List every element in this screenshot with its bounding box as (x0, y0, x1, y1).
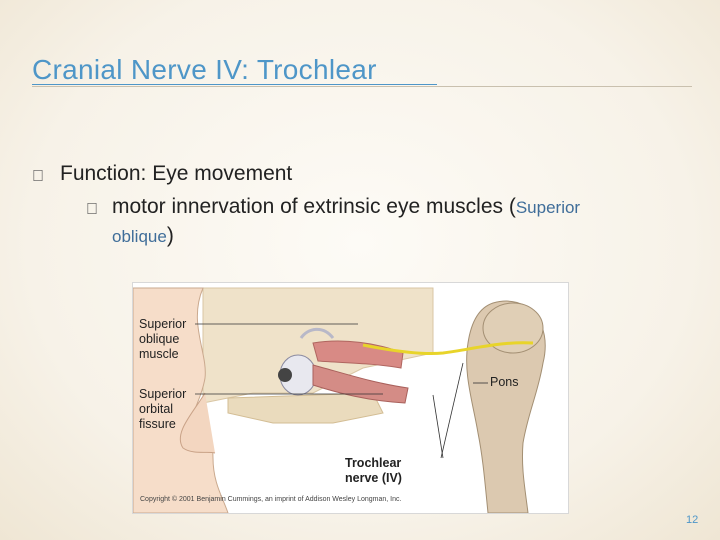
cerebellum-shape (482, 302, 544, 354)
extraocular-muscles (312, 364, 409, 404)
bullet-level2-text-continued: oblique) (112, 224, 174, 248)
anatomy-figure: Superior oblique muscle Superior orbital… (132, 282, 569, 514)
bullet-level1-text: Function: Eye movement (60, 162, 293, 185)
muscle-tendon (299, 327, 335, 339)
page-number: 12 (686, 514, 699, 526)
label-line: Superior (139, 387, 187, 401)
label-pons: Pons (490, 375, 519, 389)
level2-text-c: oblique (112, 227, 167, 246)
label-line: muscle (139, 347, 179, 361)
label-line: oblique (139, 332, 180, 346)
label-line: Trochlear (345, 456, 402, 470)
leader-trochlear-2 (432, 394, 444, 459)
level2-text-a: motor innervation of extrinsic eye muscl… (112, 195, 516, 218)
leader-trochlear-1 (440, 362, 464, 459)
trochlear-nerve-path (362, 341, 534, 355)
nose-shape (179, 392, 216, 454)
label-superior-oblique-muscle: Superior oblique muscle (139, 317, 186, 362)
label-trochlear-nerve: Trochlear nerve (IV) (345, 456, 402, 486)
level2-text-b: Superior (515, 198, 581, 217)
figure-copyright: Copyright © 2001 Benjamin Cummings, an i… (140, 496, 402, 503)
bullet-icon:  (32, 168, 44, 186)
trochlear-nerve-illustration (133, 287, 546, 513)
label-line: Superior (139, 317, 187, 331)
label-line: nerve (IV) (345, 471, 402, 485)
title-underline (32, 84, 437, 85)
label-line: fissure (139, 417, 176, 431)
level2-text-d: ) (166, 224, 174, 247)
bullet-icon:  (86, 201, 98, 219)
iris (278, 368, 292, 382)
label-superior-orbital-fissure: Superior orbital fissure (139, 387, 186, 432)
label-line: orbital (139, 402, 174, 416)
slide-title: Cranial Nerve IV: Trochlear (32, 54, 377, 85)
title-rule (32, 86, 692, 87)
bullet-level2-text: motor innervation of extrinsic eye muscl… (112, 195, 580, 219)
